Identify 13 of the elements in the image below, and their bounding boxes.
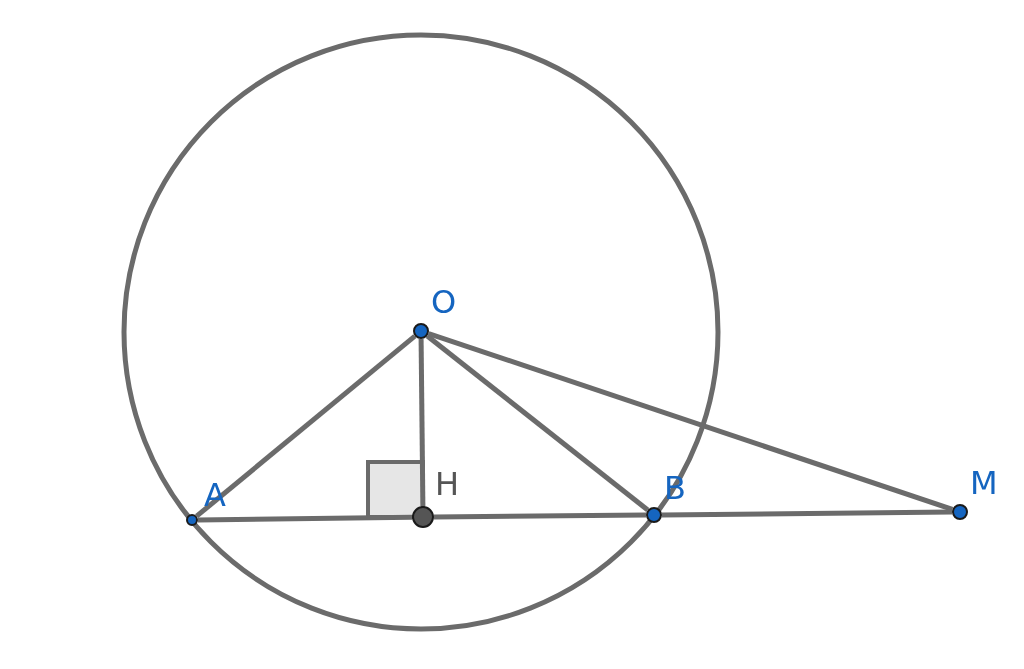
point-dot [412,506,434,528]
point-label: M [970,466,998,500]
line-segment [195,334,417,519]
point-label: O [431,285,457,319]
point-label: H [435,467,460,501]
point-dot [646,507,662,523]
line-segment [418,338,426,507]
line-segment [434,512,647,520]
line-segment [197,514,413,523]
line-segment [661,509,953,518]
point-dot [952,504,968,520]
line-segment [427,331,954,512]
point-dot [413,323,429,339]
